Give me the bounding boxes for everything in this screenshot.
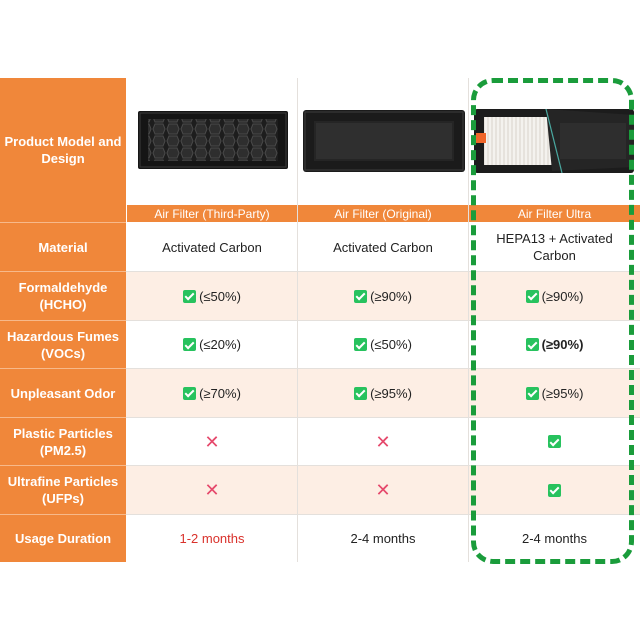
material-cell: Activated Carbon <box>162 239 262 255</box>
odor-cell: (≥95%) <box>298 369 468 417</box>
fumes-cell: (≤20%) <box>127 321 297 368</box>
check-icon <box>548 483 561 497</box>
product-caption-original: Air Filter (Original) <box>298 205 468 222</box>
row-header-pm25: Plastic Particles (PM2.5) <box>0 418 126 465</box>
fumes-value: (≤20%) <box>199 337 241 352</box>
comparison-table: Product Model and Design Material Formal… <box>0 78 640 562</box>
row-header-product-model: Product Model and Design <box>0 78 126 222</box>
check-icon <box>354 289 368 303</box>
ufps-cell: ✕ <box>127 466 297 514</box>
formaldehyde-value: (≥90%) <box>370 288 412 304</box>
odor-value: (≥95%) <box>541 385 584 401</box>
header-divider <box>0 271 126 272</box>
odor-value: (≥70%) <box>199 385 241 401</box>
header-divider <box>0 465 126 466</box>
odor-value: (≥95%) <box>370 385 412 401</box>
honeycomb-carbon-filter-icon <box>138 111 288 169</box>
cross-icon: ✕ <box>204 431 220 452</box>
cross-icon: ✕ <box>375 431 391 452</box>
plain-carbon-filter-icon <box>303 110 465 172</box>
row-header-ufps: Ultrafine Particles (UFPs) <box>0 466 126 514</box>
duration-cell: 1-2 months <box>179 531 245 546</box>
row-divider <box>126 320 640 321</box>
duration-cell: 2-4 months <box>350 531 416 546</box>
row-header-formaldehyde: Formaldehyde (HCHO) <box>0 272 126 320</box>
check-icon <box>525 289 539 303</box>
row-header-odor: Unpleasant Odor <box>0 369 126 417</box>
row-divider <box>126 417 640 418</box>
row-header-material: Material <box>0 223 126 271</box>
material-cell: HEPA13 + Activated Carbon <box>496 231 613 263</box>
formaldehyde-cell: (≥90%) <box>298 272 468 320</box>
fumes-value: (≤50%) <box>370 337 412 352</box>
fumes-cell: (≥90%) <box>469 321 640 368</box>
row-header-duration: Usage Duration <box>0 515 126 562</box>
header-divider <box>0 514 126 515</box>
fumes-cell: (≤50%) <box>298 321 468 368</box>
fumes-value: (≥90%) <box>541 337 584 352</box>
formaldehyde-value: (≤50%) <box>199 288 241 304</box>
odor-cell: (≥95%) <box>469 369 640 417</box>
hepa-carbon-filter-icon <box>474 109 634 173</box>
material-cell: Activated Carbon <box>333 239 433 255</box>
check-icon <box>354 386 368 400</box>
check-icon <box>183 338 197 351</box>
pm25-cell: ✕ <box>298 418 468 465</box>
check-icon <box>183 289 197 303</box>
cross-icon: ✕ <box>375 480 391 500</box>
formaldehyde-cell: (≤50%) <box>127 272 297 320</box>
header-divider <box>0 320 126 321</box>
ufps-cell: ✕ <box>298 466 468 514</box>
check-icon <box>525 338 539 351</box>
duration-cell: 2-4 months <box>521 531 588 546</box>
product-caption-third-party: Air Filter (Third-Party) <box>127 205 297 222</box>
check-icon <box>183 386 197 400</box>
formaldehyde-value: (≥90%) <box>541 288 584 304</box>
ufps-cell <box>469 466 640 514</box>
header-divider <box>0 222 126 223</box>
row-divider <box>126 465 640 466</box>
cross-icon: ✕ <box>204 480 220 500</box>
header-divider <box>0 368 126 369</box>
row-divider <box>126 514 640 515</box>
odor-cell: (≥70%) <box>127 369 297 417</box>
check-icon <box>525 386 539 400</box>
formaldehyde-cell: (≥90%) <box>469 272 640 320</box>
pm25-cell <box>469 418 640 465</box>
product-caption-ultra: Air Filter Ultra <box>469 205 640 222</box>
check-icon <box>354 338 368 351</box>
header-divider <box>0 417 126 418</box>
row-bg-odor <box>126 369 640 417</box>
pm25-cell: ✕ <box>127 418 297 465</box>
row-bg-formaldehyde <box>126 272 640 320</box>
row-divider <box>126 271 640 272</box>
row-divider <box>126 368 640 369</box>
row-header-fumes: Hazardous Fumes (VOCs) <box>0 321 126 368</box>
check-icon <box>548 435 561 448</box>
